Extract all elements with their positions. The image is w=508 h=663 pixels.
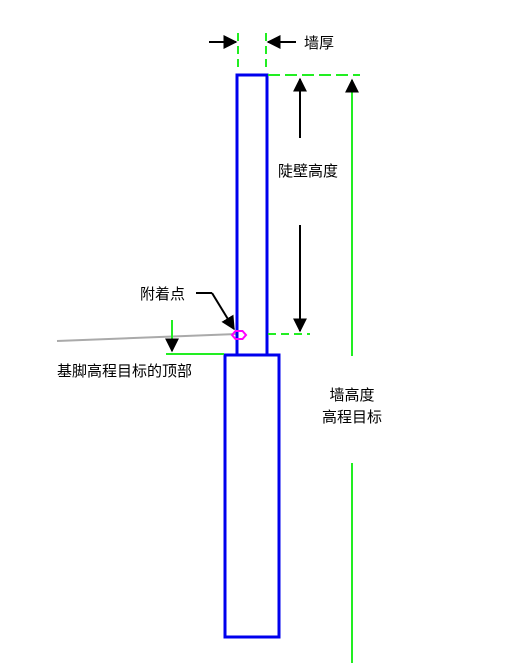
terrain-line bbox=[56, 333, 238, 342]
footing bbox=[223, 353, 281, 639]
stem-wall bbox=[235, 73, 269, 357]
stem-wall-height-label: 陡壁高度 bbox=[278, 162, 338, 180]
wall-height-label: 墙高度 bbox=[329, 386, 374, 404]
wall-thickness-label: 墙厚 bbox=[304, 34, 334, 52]
attachment-point-label: 附着点 bbox=[140, 285, 185, 303]
elevation-target-label: 高程目标 bbox=[322, 408, 382, 426]
attachment-marker bbox=[230, 330, 248, 340]
attachment-arrow bbox=[211, 292, 235, 331]
footing-top-label: 基脚高程目标的顶部 bbox=[57, 362, 192, 380]
